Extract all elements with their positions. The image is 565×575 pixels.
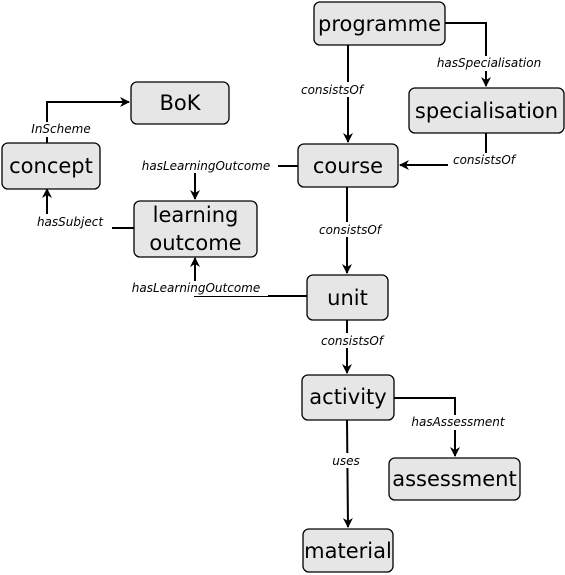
- edge-unit-learning-outcome: hasLearningOutcome: [124, 257, 307, 297]
- edge-course-unit: consistsOf: [312, 187, 388, 274]
- node-learning-outcome: learning outcome: [133, 200, 258, 258]
- edge-label-consists-of: consistsOf: [453, 153, 517, 167]
- node-label-bok: BoK: [159, 91, 201, 115]
- edge-label-has-learning-outcome: hasLearningOutcome: [132, 281, 261, 295]
- node-activity: activity: [301, 374, 395, 421]
- node-bok: BoK: [130, 81, 230, 125]
- node-label-activity: activity: [309, 385, 386, 409]
- node-label-assessment: assessment: [392, 467, 516, 491]
- node-label-specialisation: specialisation: [415, 99, 558, 123]
- edge-label-has-specialisation: hasSpecialisation: [437, 56, 541, 70]
- edge-label-has-assessment: hasAssessment: [411, 415, 505, 429]
- node-assessment: assessment: [388, 457, 521, 501]
- edge-programme-specialisation: hasSpecialisation: [430, 22, 548, 87]
- node-programme: programme: [313, 1, 446, 46]
- edge-label-uses: uses: [332, 454, 360, 468]
- edge-specialisation-course: consistsOf: [399, 133, 520, 170]
- edge-unit-activity: consistsOf: [314, 320, 390, 374]
- edge-label-consists-of: consistsOf: [321, 334, 385, 348]
- edge-label-consists-of: consistsOf: [301, 83, 365, 97]
- node-label-learning-outcome-line-2: outcome: [149, 231, 241, 255]
- node-course: course: [297, 143, 399, 188]
- edge-label-in-scheme: InScheme: [31, 122, 90, 136]
- edge-activity-assessment: hasAssessment: [394, 397, 512, 457]
- node-label-course: course: [313, 154, 383, 178]
- edge-course-learning-outcome: hasLearningOutcome: [134, 158, 298, 200]
- node-label-concept: concept: [9, 154, 93, 178]
- edge-learning-outcome-concept: hasSubject: [28, 188, 134, 229]
- node-label-material: material: [304, 539, 392, 563]
- node-material: material: [302, 528, 394, 573]
- edge-label-has-subject: hasSubject: [37, 215, 104, 229]
- node-specialisation: specialisation: [408, 87, 565, 134]
- edge-activity-material: uses: [328, 419, 364, 528]
- node-label-unit: unit: [327, 286, 368, 310]
- node-label-programme: programme: [318, 12, 441, 36]
- edge-programme-course: consistsOf: [298, 45, 368, 143]
- edge-label-has-learning-outcome: hasLearningOutcome: [142, 159, 271, 173]
- edge-label-consists-of: consistsOf: [319, 223, 383, 237]
- node-unit: unit: [306, 274, 389, 321]
- node-concept: concept: [1, 142, 101, 190]
- node-label-learning-outcome-line-1: learning: [153, 203, 239, 227]
- edge-concept-bok: InScheme: [24, 97, 130, 143]
